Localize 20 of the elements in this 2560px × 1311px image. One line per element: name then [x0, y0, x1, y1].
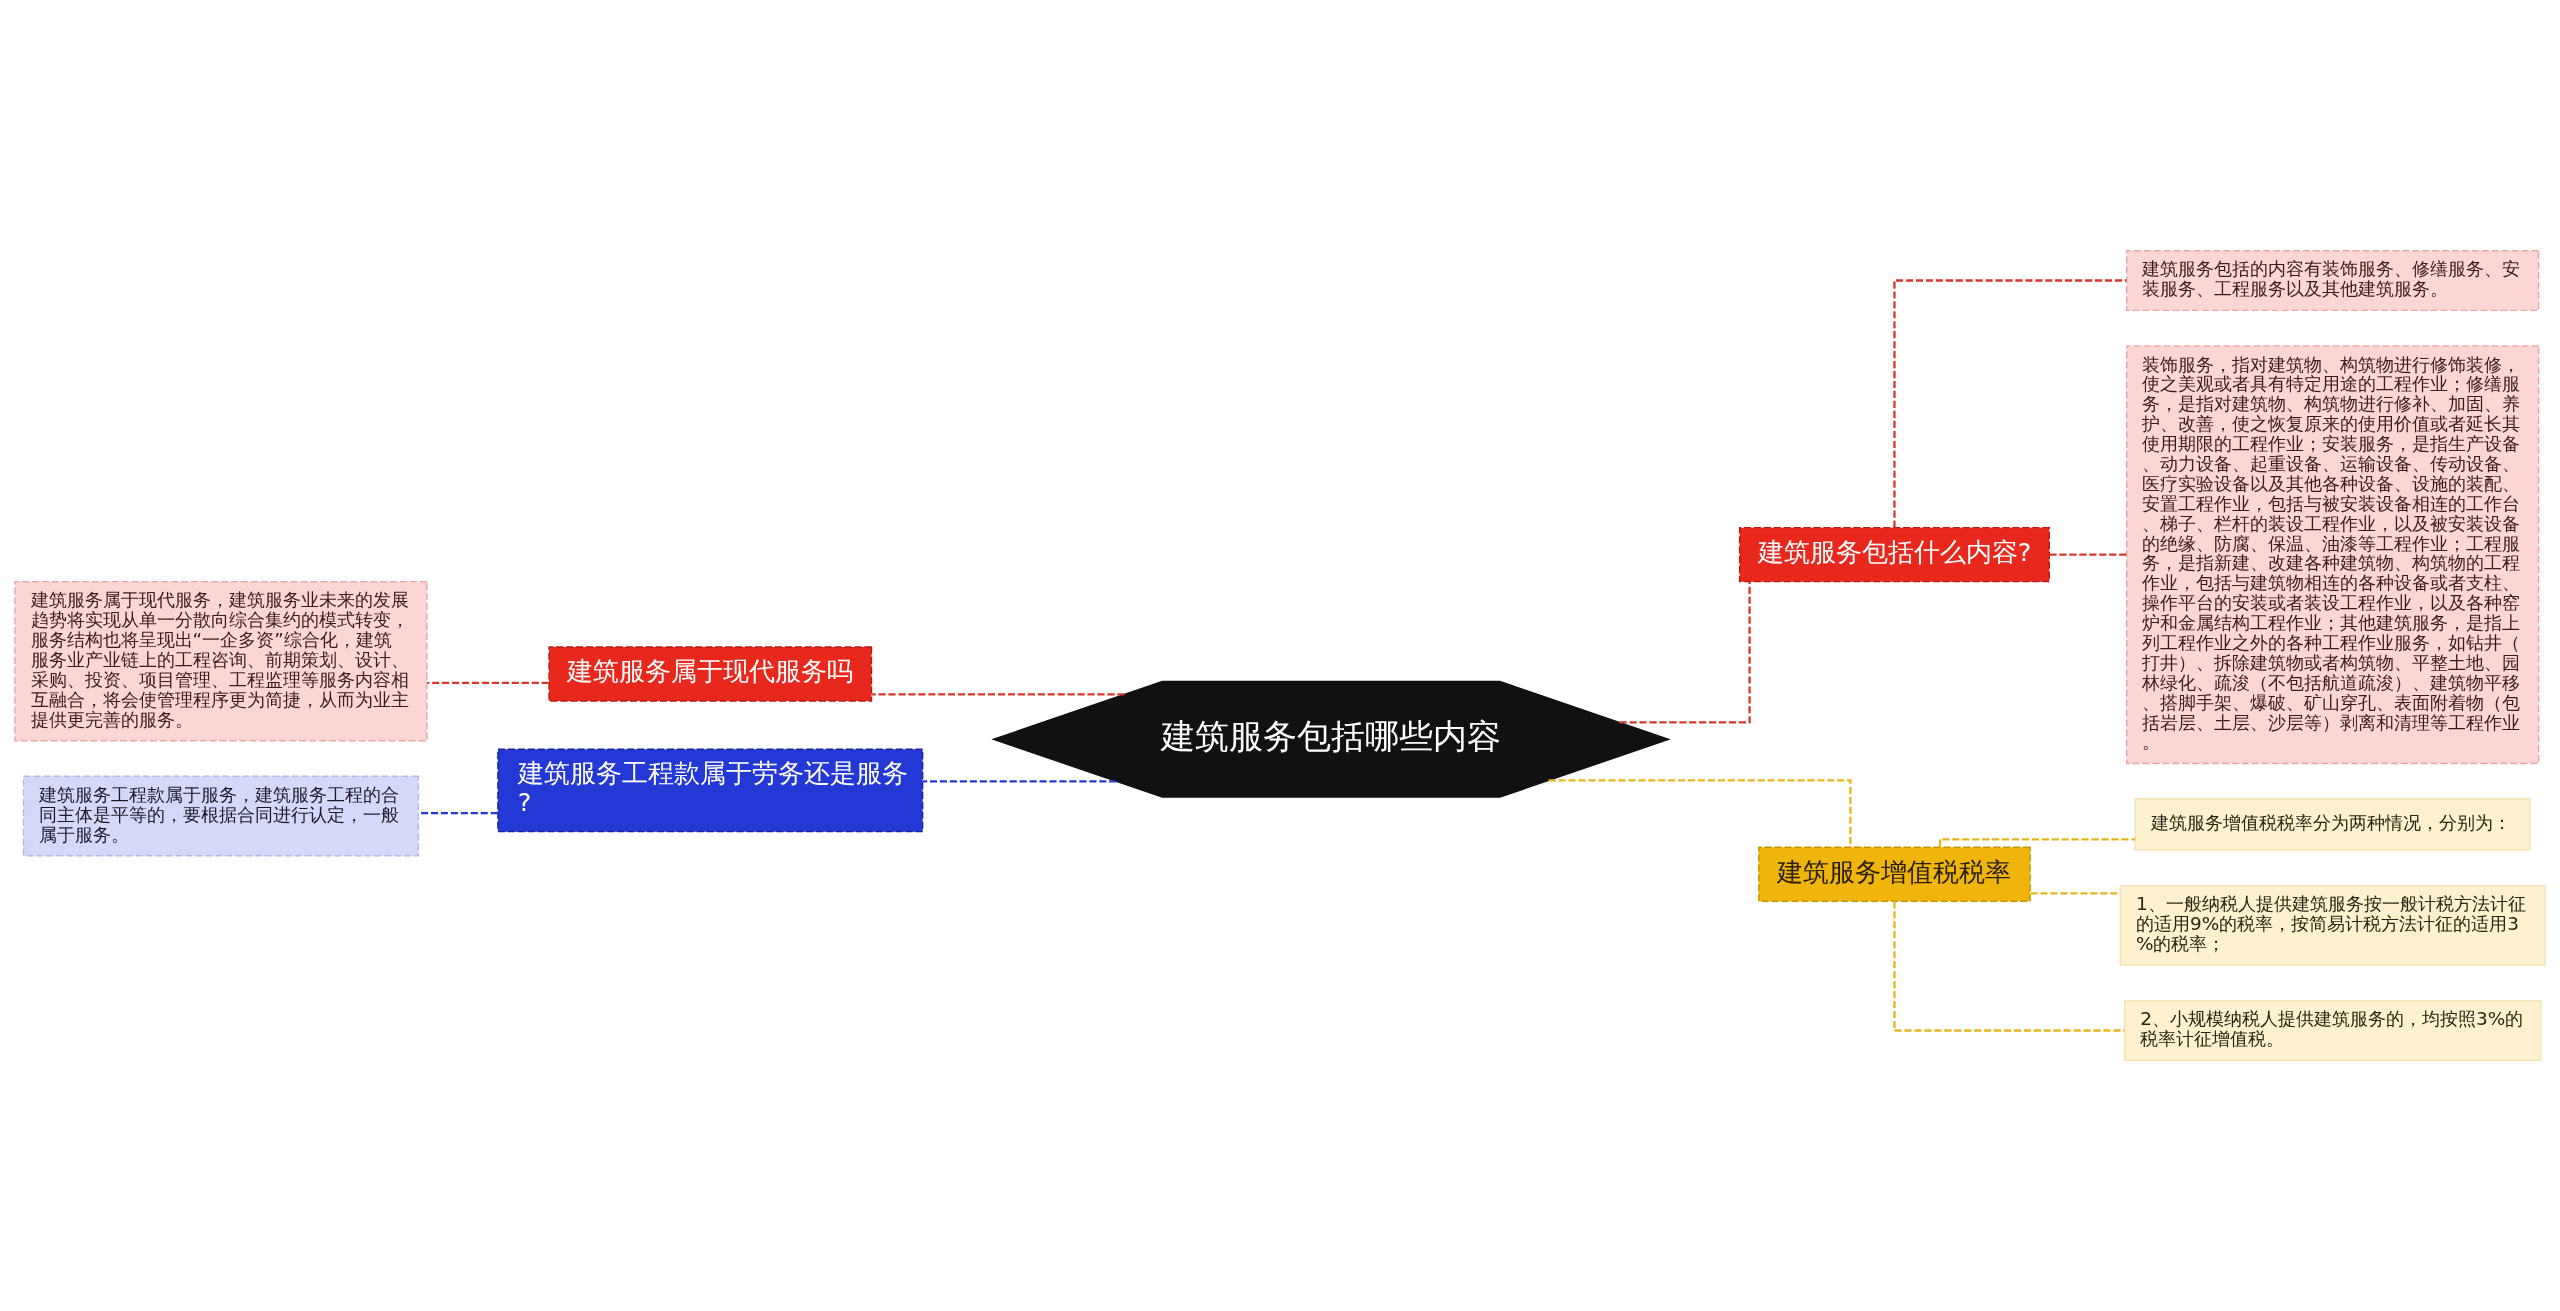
node-box: 1、一般纳税人提供建筑服务按一般计税方法计征的适用9%的税率，按简易计税方法计征的适用3%的税率； — [2119, 884, 2546, 966]
node-box: 建筑服务包括什么内容? — [1738, 526, 2050, 583]
node-box: 装饰服务，指对建筑物、构筑物进行修饰装修，使之美观或者具有特定用途的工程作业；修缮服务，是指对建筑物、构筑物进行修补、加固、养护、改善，使之恢复原来的使用价值或者延长其使用期限的工程作业；安装服务，是指生产设备、动力设备、起重设备、运输设备、传动设备、医疗实验设备以及其他各种设备、设施的装配、安置工程作业，包括与被安装设备相连的工作台、梯子、栏杆的装设工程作业，以及被安装设备的绝缘、防腐、保温、油漆等工程作业；工程服务，是指新建、改建各种建筑物、构筑物的工程作业，包括与建筑物相连的各种设备或者支柱、操作平台的安装或者装设工程作业，以及各种窑炉和金属结构工程作业；其他建筑服务，是指上列工程作业之外的各种工程作业服务，如钻井（打井）、拆除建筑物或者构筑物、平整土地、园林绿化、疏浚（不包括航道疏浚）、建筑物平移、搭脚手架、爆破、矿山穿孔、表面附着物（包括岩层、土层、沙层等）剥离和清理等工程作业。 — [2126, 345, 2540, 765]
connector — [1619, 582, 1751, 724]
connector — [922, 780, 1117, 783]
connector — [1893, 279, 2127, 528]
connector — [427, 681, 549, 685]
node-box: 建筑服务工程款属于服务，建筑服务工程的合同主体是平等的，要根据合同进行认定，一般属于服务。 — [22, 775, 420, 857]
node-box: 建筑服务增值税税率 — [1758, 846, 2031, 902]
node-box: 2、小规模纳税人提供建筑服务的，均按照3%的税率计征增值税。 — [2123, 999, 2542, 1062]
connector — [418, 812, 498, 815]
connector — [1893, 901, 2125, 1032]
node-box: 建筑服务属于现代服务吗 — [548, 646, 873, 702]
connector — [2049, 553, 2127, 556]
connector — [1938, 838, 2136, 847]
node-box: 建筑服务增值税税率分为两种情况，分别为： — [2134, 798, 2531, 851]
connector — [871, 693, 1125, 696]
node-box: 建筑服务工程款属于劳务还是服务? — [497, 748, 924, 833]
node-box: 建筑服务属于现代服务，建筑服务业未来的发展趋势将实现从单一分散向综合集约的模式转变，服务结构也将呈现出“一企多资”综合化，建筑服务业产业链上的工程咨询、前期策划、设计、采购、投资、项目管理、工程监理等服务内容相互融合，将会使管理程序更为简捷，从而为业主提供更完善的服务。 — [14, 580, 428, 742]
node-box: 建筑服务包括的内容有装饰服务、修缮服务、安装服务、工程服务以及其他建筑服务。 — [2126, 249, 2540, 312]
